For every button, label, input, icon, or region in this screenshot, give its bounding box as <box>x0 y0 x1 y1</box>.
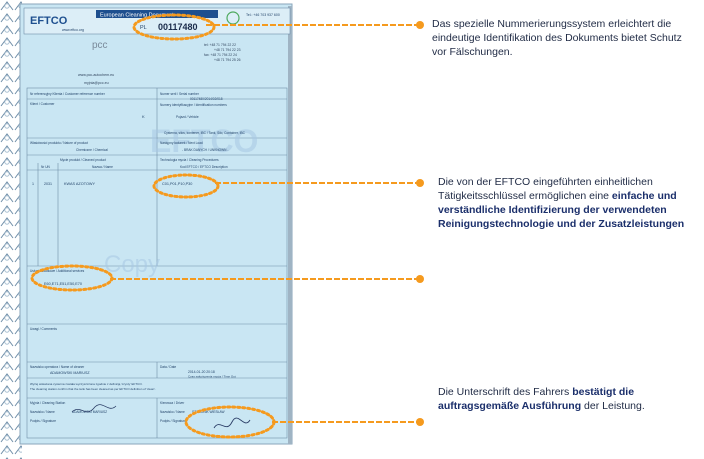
watermark-copy: Copy <box>104 251 160 278</box>
field-15-name-value: SZYMONIK WIESŁAW <box>192 410 224 414</box>
cleaning-document: EFTCO www.eftco.org European Cleaning Do… <box>19 3 293 445</box>
company-tel-1: tel: +48 71 794 22 22 <box>204 43 236 47</box>
row-1-index: 1 <box>32 182 34 186</box>
annotation-signature: Die Unterschrift des Fahrers bestätigt d… <box>438 385 694 413</box>
row-1-code: C01,P01,P10,P30 <box>162 182 192 186</box>
field-9-sub: Kod EFTCO / EFTCO Description <box>180 165 228 169</box>
annotation-signature-prefix: Die Unterschrift des Fahrers <box>438 386 573 398</box>
field-3-label: Numer serii / Serial number <box>160 92 200 96</box>
field-9-label: Technologia mycia / Cleaning Procedures <box>160 158 219 162</box>
annotation-codes-bold: einfache und verständliche Identifizieru… <box>438 190 685 230</box>
field-11-label: Uwagi / Comments <box>30 327 57 331</box>
connector-dot-1 <box>416 21 424 29</box>
company-tel-4: +48 71 794 25 26 <box>214 58 241 62</box>
disclaimer-1: Wyżej wskazana cysterna została wyczyszc… <box>30 382 143 386</box>
column-name: Nazwa / Name <box>92 165 113 169</box>
row-1-un: 2031 <box>44 182 52 186</box>
annotation-signature-bold: bestätigt die auftragsgemäße Ausführung <box>438 386 635 412</box>
field-2-label: Nr referencyjny Klienta / Customer refer… <box>30 92 106 96</box>
field-4-label: Klient / Customer <box>30 102 55 106</box>
field-6-value: Chemiczne / Chemical <box>76 148 108 152</box>
field-14-sign: Podpis / Signature <box>30 419 56 423</box>
field-5-vehicle: Pojazd / Vehicle <box>176 115 199 119</box>
field-5-tank: Cysterna, silos, kontener, IBC / Tank, S… <box>164 131 246 135</box>
highlight-serial-number <box>132 13 216 41</box>
annotation-serial: Das spezielle Nummerierungssystem erleic… <box>432 17 694 59</box>
company-tel-3: fax: +48 71 794 22 24 <box>204 53 237 57</box>
field-12-value: ADAMOWSKI MARIUSZ <box>50 371 90 375</box>
company-logo: pcc <box>92 40 108 51</box>
company-tel-2: +48 71 794 22 23 <box>214 48 241 52</box>
serial-prefix: PL <box>140 25 147 31</box>
highlight-cleaning-code <box>152 173 220 199</box>
serial-number: 00117480 <box>158 22 198 32</box>
field-10-label: Usługi dodatkowe / Additional services <box>30 269 85 273</box>
header-website: www.eftco.org <box>62 28 84 32</box>
field-3-value: 00117480/2014/02/018 <box>190 97 223 101</box>
annotation-codes: Die von der EFTCO eingeführten einheitli… <box>438 175 700 231</box>
company-web: www.pcc-autochem.eu <box>78 73 114 77</box>
watermark-eftco: EFTCO <box>150 123 258 159</box>
field-8-label: Mycie produkt / Cleaned product <box>60 158 106 162</box>
field-13-label: Data / Date <box>160 365 176 369</box>
disclaimer-2: The cleaning station confirm that the ta… <box>30 387 156 391</box>
document-title: European Cleaning Document <box>100 13 174 19</box>
field-14-name: Nazwisko / Name <box>30 410 55 414</box>
field-4-value: K <box>142 114 145 119</box>
driver-signature <box>213 417 251 429</box>
eftco-logo: EFTCO <box>30 15 68 27</box>
field-15-label: Kierowca / Driver <box>160 401 185 405</box>
header-phone: Tel.: +46 703 937 600 <box>246 13 280 17</box>
row-1-name: KWAS AZOTOWY <box>64 182 95 186</box>
annotation-signature-suffix: der Leistung. <box>581 400 645 412</box>
field-14-name-value: ADAMOWSKI MARIUSZ <box>72 410 107 414</box>
field-6-label: Właściwości produktu / Nature of product <box>30 141 88 145</box>
connector-dot-3 <box>416 275 424 283</box>
field-12-label: Nazwisko operatora / Name of cleaner <box>30 365 85 369</box>
annotation-codes-text: Die von der EFTCO eingeführten einheitli… <box>438 176 653 202</box>
field-7-value: - BRAK DANYCH / UNKNOWN - <box>182 148 228 152</box>
connector-dot-4 <box>416 418 424 426</box>
field-10-value: E60,E71,E51,E50,E70 <box>44 282 82 286</box>
field-7-label: Następny ładunek / Next Load <box>160 141 203 145</box>
field-13-sub: Czas zakończenia mycia / Time Out <box>188 375 236 379</box>
field-14-label: Myjnia / Cleaning Station <box>30 401 65 405</box>
annotation-serial-text: Das spezielle Nummerierungssystem erleic… <box>432 18 682 58</box>
binding-edge <box>0 0 22 459</box>
field-15-name: Nazwisko / Name <box>160 410 185 414</box>
field-13-value: 2014-01-20 20:18 <box>188 370 215 374</box>
company-email: myjnia@pcc.eu <box>84 81 109 85</box>
cleaner-signature <box>71 404 117 413</box>
column-un: Nr UN <box>41 165 51 169</box>
field-5-label: Numery identyfikacyjne / Identification … <box>160 103 227 107</box>
connector-dot-2 <box>416 179 424 187</box>
field-15-sign: Podpis / Signature <box>160 419 186 423</box>
